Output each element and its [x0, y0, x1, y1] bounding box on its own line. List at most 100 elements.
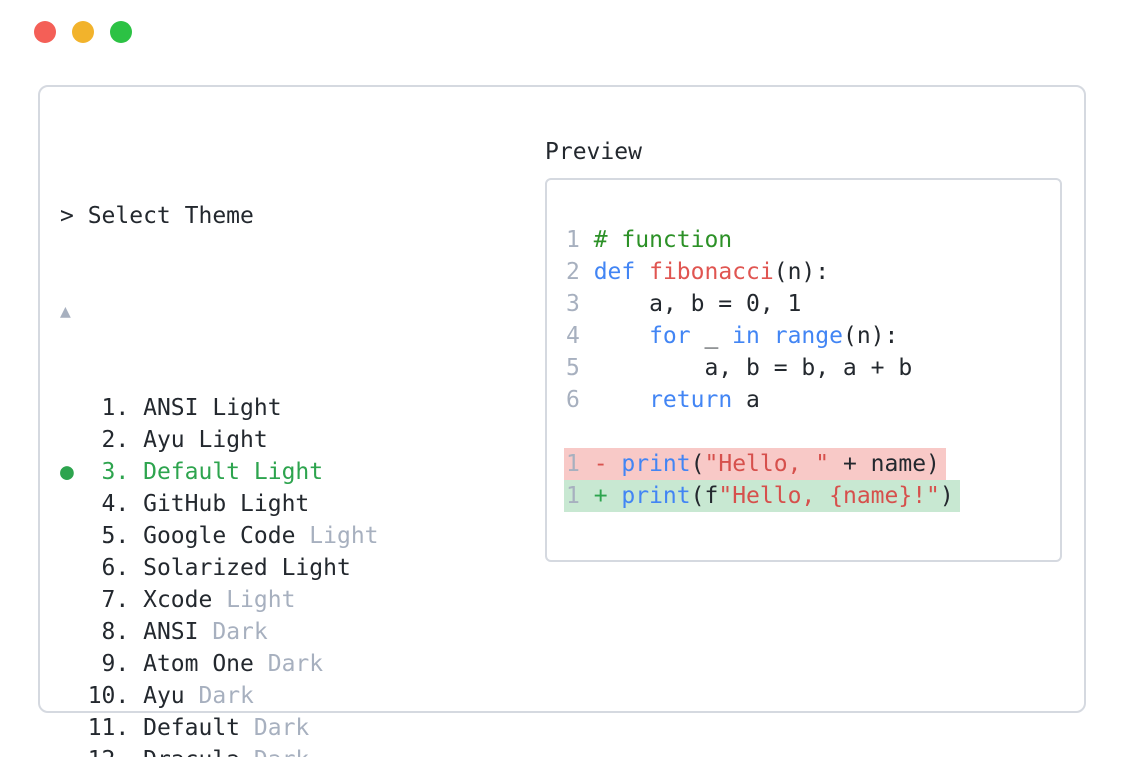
preview-title: Preview	[545, 139, 642, 165]
item-number: 5.	[87, 523, 144, 549]
code-token-fn: fibonacci	[649, 259, 774, 285]
item-number: 2.	[87, 427, 144, 453]
theme-list-item[interactable]: 5. Google Code Light	[60, 520, 877, 552]
item-number: 3.	[87, 459, 144, 485]
code-line	[566, 416, 1060, 448]
theme-variant: Dark	[267, 651, 324, 677]
code-token-kw: print	[621, 483, 691, 509]
code-token-plain	[635, 259, 649, 285]
theme-list-item[interactable]: 10. Ayu Dark	[60, 680, 877, 712]
theme-list-item[interactable]: 11. Default Dark	[60, 712, 877, 744]
close-button[interactable]	[34, 21, 56, 43]
theme-list-item[interactable]: 4. GitHub Light	[60, 488, 877, 520]
code-line: 2 def fibonacci(n):	[566, 256, 1060, 288]
theme-name: ANSI	[143, 395, 199, 421]
theme-list-item[interactable]: 6. Solarized Light	[60, 552, 877, 584]
theme-name: Ayu	[143, 427, 185, 453]
indicator-placeholder	[60, 651, 88, 677]
code-token-plus: +	[593, 483, 622, 509]
theme-name: Google Code	[143, 523, 296, 549]
theme-name: Solarized	[143, 555, 268, 581]
theme-variant: Dark	[253, 715, 310, 741]
code-token-kw: in	[732, 323, 760, 349]
theme-name: Atom One	[143, 651, 254, 677]
zoom-button[interactable]	[110, 21, 132, 43]
item-number: 9.	[87, 651, 144, 677]
theme-list-item[interactable]: 8. ANSI Dark	[60, 616, 877, 648]
item-number: 4.	[87, 491, 144, 517]
theme-variant: Dark	[198, 683, 254, 709]
indicator-placeholder	[60, 587, 88, 613]
theme-list-item[interactable]: 12. Dracula Dark	[60, 744, 877, 757]
item-number: 8.	[87, 619, 144, 645]
theme-list-item[interactable]: 9. Atom One Dark	[60, 648, 877, 680]
code-token-plain: (n):	[842, 323, 899, 349]
theme-variant: Dark	[254, 747, 309, 757]
line-number: 3	[566, 291, 580, 317]
code-token-plain: _	[690, 323, 733, 349]
code-line: 1 # function	[566, 224, 1060, 256]
theme-name: Dracula	[143, 747, 240, 757]
theme-name: Default	[143, 459, 241, 485]
code-line: 4 for _ in range(n):	[566, 320, 1060, 352]
scroll-up-indicator[interactable]: ▲	[60, 301, 71, 322]
code-token-plain: a, b = 0, 1	[593, 291, 802, 317]
theme-variant: Light	[198, 427, 268, 453]
theme-variant: Light	[309, 523, 379, 549]
theme-name: GitHub	[143, 491, 227, 517]
code-token-plain: + name)	[829, 451, 940, 477]
picker-title: > Select Theme	[60, 203, 254, 229]
code-token-plain: (n):	[773, 259, 830, 285]
code-token-kw: for	[649, 323, 691, 349]
code-token-comment: # function	[593, 227, 733, 253]
line-number: 4	[566, 323, 580, 349]
code-token-plain	[760, 323, 774, 349]
theme-list-item[interactable]: 7. Xcode Light	[60, 584, 877, 616]
line-number: 1	[566, 483, 580, 509]
line-number: 1	[566, 451, 580, 477]
code-token-plain	[594, 387, 649, 413]
line-number: 6	[566, 387, 580, 413]
code-token-plain: a	[732, 387, 760, 413]
indicator-placeholder	[60, 747, 88, 757]
code-token-plain: a, b = b, a + b	[593, 355, 913, 381]
item-number: 11.	[87, 715, 144, 741]
theme-name: ANSI	[143, 619, 199, 645]
indicator-placeholder	[60, 715, 88, 741]
theme-list-item[interactable]: 2. Ayu Light	[60, 424, 877, 456]
item-number: 10.	[87, 683, 144, 709]
theme-variant: Light	[240, 491, 310, 517]
theme-name: Ayu	[143, 683, 185, 709]
diff-line-added: 1 + print(f"Hello, {name}!")	[564, 480, 1060, 512]
theme-variant: Dark	[212, 619, 268, 645]
code-token-plain	[594, 323, 649, 349]
code-line: 3 a, b = 0, 1	[566, 288, 1060, 320]
line-number: 2	[566, 259, 580, 285]
theme-variant: Light	[212, 395, 282, 421]
window-controls	[34, 21, 132, 43]
theme-list-item[interactable]: 1. ANSI Light	[60, 392, 877, 424]
indicator-placeholder	[60, 395, 88, 421]
theme-list-item[interactable]: ● 3. Default Light	[60, 456, 877, 488]
line-number: 1	[566, 227, 580, 253]
line-number: 5	[566, 355, 580, 381]
diff-line-removed: 1- print("Hello, " + name)	[564, 448, 1060, 480]
code-token-kw: range	[773, 323, 843, 349]
code-token-kw: def	[593, 259, 636, 285]
code-token-str: "Hello, "	[704, 451, 830, 477]
code-line: 6 return a	[566, 384, 1060, 416]
code-token-plain: )	[939, 483, 954, 509]
theme-list-section: > Select Theme ▲ 1. ANSI Light 2. Ayu Li…	[60, 136, 877, 757]
code-token-str: "Hello, {name}!"	[718, 483, 940, 509]
minimize-button[interactable]	[72, 21, 94, 43]
indicator-placeholder	[60, 683, 88, 709]
code-token-plain: (f	[690, 483, 719, 509]
code-line: 5 a, b = b, a + b	[566, 352, 1060, 384]
theme-variant: Light	[226, 587, 296, 613]
theme-name: Default	[143, 715, 241, 741]
indicator-placeholder	[60, 555, 88, 581]
code-token-plain: (	[690, 451, 705, 477]
code-token-kw: return	[649, 387, 733, 413]
theme-picker-panel: > Select Theme ▲ 1. ANSI Light 2. Ayu Li…	[38, 85, 1086, 757]
